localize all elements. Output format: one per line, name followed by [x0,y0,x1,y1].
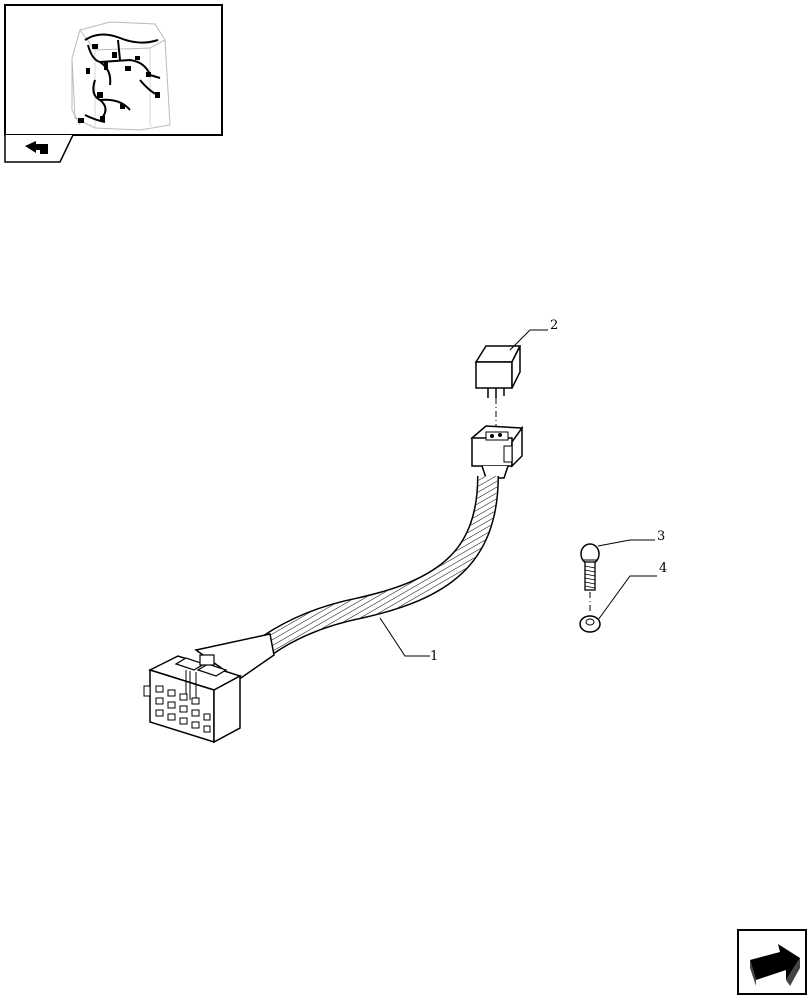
back-arrow-icon [25,141,48,154]
callout-4: 4 [659,561,667,576]
bolt[interactable] [580,543,600,591]
nut[interactable] [579,615,601,633]
relay-socket [470,425,524,479]
overview-thumbnail[interactable] [4,4,223,136]
callout-1: 1 [430,649,438,664]
wiring-harness[interactable] [194,475,499,681]
next-page-button[interactable] [737,929,807,995]
callout-2: 2 [550,318,558,333]
harness-connector [143,654,242,744]
callout-3: 3 [657,529,665,544]
forward-arrow-icon [750,944,800,986]
prev-page-button[interactable] [4,134,74,163]
relay[interactable] [474,345,522,398]
leaders [379,329,657,657]
